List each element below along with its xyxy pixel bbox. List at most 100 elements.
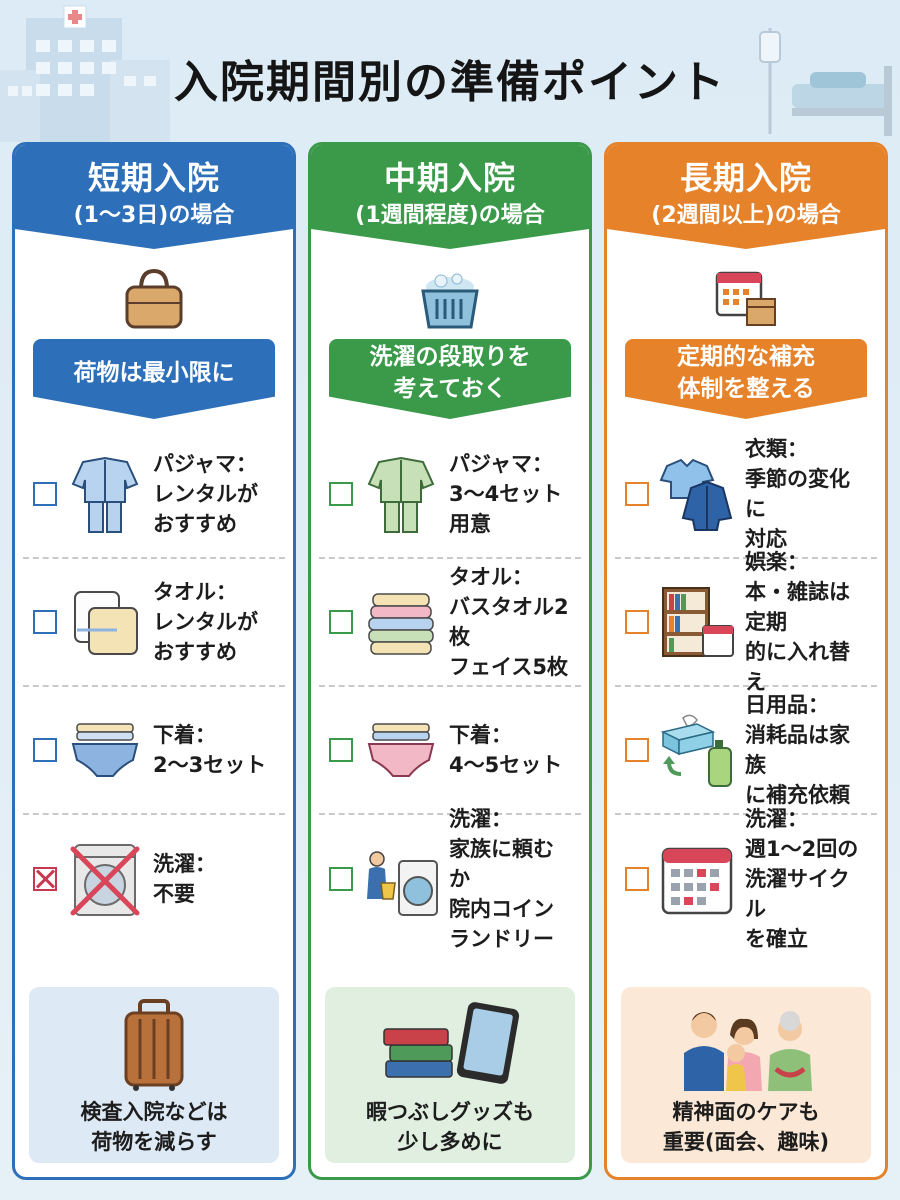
calendar-icon (661, 847, 733, 915)
checkbox[interactable] (625, 867, 649, 891)
checkbox[interactable] (625, 610, 649, 634)
footer-text: 暇つぶしグッズも 少し多めに (366, 1100, 534, 1154)
item-label: タオル： (449, 565, 533, 589)
column-subtitle: (1〜3日)の場合 (73, 203, 235, 228)
checklist-item: タオル： バスタオル2枚 フェイス5枚 (319, 559, 581, 687)
books-tablet-icon (383, 1002, 520, 1084)
checkbox[interactable] (625, 482, 649, 506)
banner-line: 定期的な補充 (677, 344, 815, 370)
item-label: 娯楽： (745, 550, 808, 574)
hospital-building-icon (0, 5, 170, 142)
checkbox[interactable] (33, 610, 57, 634)
column-subtitle: (2週間以上)の場合 (651, 203, 841, 228)
item-text: タオル： バスタオル2枚 フェイス5枚 (449, 562, 571, 682)
item-detail: 消耗品は家族 に補充依頼 (745, 723, 850, 807)
checkbox[interactable] (329, 482, 353, 506)
item-text: 下着： 2〜3セット (153, 720, 266, 780)
item-label: タオル： (153, 580, 237, 604)
column-title: 長期入院 (679, 159, 812, 197)
item-detail: 家族に頼むか 院内コイン ランドリー (449, 837, 554, 951)
pajamas-icon (367, 456, 435, 533)
suitcase-icon (124, 999, 184, 1091)
item-detail: レンタルが おすすめ (153, 610, 258, 664)
tissue-bottle-icon (660, 714, 732, 787)
item-detail: 3〜4セット 用意 (449, 482, 563, 536)
underwear-icon (367, 723, 435, 777)
item-label: 下着： (449, 723, 512, 747)
calendar-box-icon (715, 271, 776, 326)
column-header: 中期入院 (1週間程度)の場合 (311, 145, 589, 249)
item-label: 衣類： (745, 437, 808, 461)
item-text: 衣類： 季節の変化に 対応 (745, 434, 867, 554)
checkbox[interactable] (329, 867, 353, 891)
banner-line: 考えておく (393, 376, 507, 402)
item-label: 洗濯： (449, 807, 512, 831)
checkbox-crossed[interactable] (33, 867, 57, 891)
item-label: 下着： (153, 723, 216, 747)
column-title: 中期入院 (383, 159, 516, 197)
item-text: 娯楽： 本・雑誌は定期 的に入れ替え (745, 547, 867, 697)
mid-term-column: 中期入院 (1週間程度)の場合 洗濯の段取りを 考えておく (308, 142, 592, 1180)
washing-machine-crossed-icon (70, 844, 140, 916)
item-text: タオル： レンタルが おすすめ (153, 577, 258, 667)
checklist-item: 娯楽： 本・雑誌は定期 的に入れ替え (615, 550, 877, 694)
item-detail: 季節の変化に 対応 (745, 467, 850, 551)
banner-line: 洗濯の段取りを (369, 344, 531, 370)
item-text: パジャマ： レンタルが おすすめ (153, 449, 258, 539)
item-label: 洗濯： (153, 852, 216, 876)
footer-text: 精神面のケアも 重要(面会、趣味) (662, 1100, 830, 1154)
columns: 短期入院 (1〜3日)の場合 荷物は最小限に パジャマ： レ (12, 142, 888, 1180)
item-text: パジャマ： 3〜4セット 用意 (449, 449, 562, 539)
checklist-item: 日用品： 消耗品は家族 に補充依頼 (615, 687, 877, 815)
item-detail: 2〜3セット (153, 753, 267, 777)
hospital-bed-icon (759, 28, 892, 136)
checkbox[interactable] (33, 738, 57, 762)
item-label: パジャマ： (449, 452, 553, 476)
page-header: 入院期間別の準備ポイント (0, 0, 900, 142)
checkbox[interactable] (329, 738, 353, 762)
column-banner: 荷物は最小限に (33, 339, 275, 419)
coin-laundry-icon (367, 851, 438, 916)
handbag-icon (125, 268, 183, 329)
item-detail: 不要 (153, 882, 195, 906)
checklist-item: パジャマ： 3〜4セット 用意 (319, 431, 581, 559)
checklist-item: 洗濯： 家族に頼むか 院内コイン ランドリー (319, 807, 581, 951)
checklist-item: 下着： 2〜3セット (23, 687, 285, 815)
column-header: 長期入院 (2週間以上)の場合 (607, 145, 885, 249)
laundry-basket-icon (421, 273, 479, 329)
towel-stack-icon (368, 593, 434, 655)
checklist: パジャマ： レンタルが おすすめ タオル： レンタルが おすすめ (15, 431, 293, 943)
item-label: パジャマ： (153, 452, 257, 476)
checklist-item: 洗濯： 週1〜2回の 洗濯サイクル を確立 (615, 807, 877, 951)
column-header: 短期入院 (1〜3日)の場合 (15, 145, 293, 249)
towel-icon (74, 591, 138, 655)
item-detail: バスタオル2枚 フェイス5枚 (449, 595, 569, 679)
footer-tip: 暇つぶしグッズも 少し多めに (325, 987, 575, 1163)
banner-text: 荷物は最小限に (73, 360, 235, 386)
item-text: 洗濯： 週1〜2回の 洗濯サイクル を確立 (745, 804, 867, 954)
checkbox[interactable] (329, 610, 353, 634)
checklist-item: 洗濯： 不要 (23, 815, 285, 943)
checklist-item: 衣類： 季節の変化に 対応 (615, 431, 877, 559)
column-banner: 定期的な補充 体制を整える (625, 339, 867, 419)
pajamas-icon (71, 456, 139, 533)
underwear-icon (71, 723, 139, 777)
footer-text: 検査入院などは 荷物を減らす (80, 1100, 228, 1154)
item-text: 日用品： 消耗品は家族 に補充依頼 (745, 690, 867, 810)
bookshelf-icon (662, 587, 734, 657)
checklist-item: パジャマ： レンタルが おすすめ (23, 431, 285, 559)
item-detail: 週1〜2回の 洗濯サイクル を確立 (745, 837, 859, 951)
column-banner: 洗濯の段取りを 考えておく (329, 339, 571, 419)
footer-tip: 精神面のケアも 重要(面会、趣味) (621, 987, 871, 1163)
checkbox[interactable] (33, 482, 57, 506)
checklist: 衣類： 季節の変化に 対応 娯楽： 本・雑誌は定期 的に入れ替え (607, 431, 885, 951)
checklist-item: 下着： 4〜5セット (319, 687, 581, 815)
checkbox[interactable] (625, 738, 649, 762)
footer-tip: 検査入院などは 荷物を減らす (29, 987, 279, 1163)
banner-line: 体制を整える (677, 376, 815, 402)
item-detail: 4〜5セット (449, 753, 563, 777)
item-text: 洗濯： 不要 (153, 849, 216, 909)
item-text: 下着： 4〜5セット (449, 720, 562, 780)
long-term-column: 長期入院 (2週間以上)の場合 定期的な補充 体制を整える 衣 (604, 142, 888, 1180)
item-label: 洗濯： (745, 807, 808, 831)
